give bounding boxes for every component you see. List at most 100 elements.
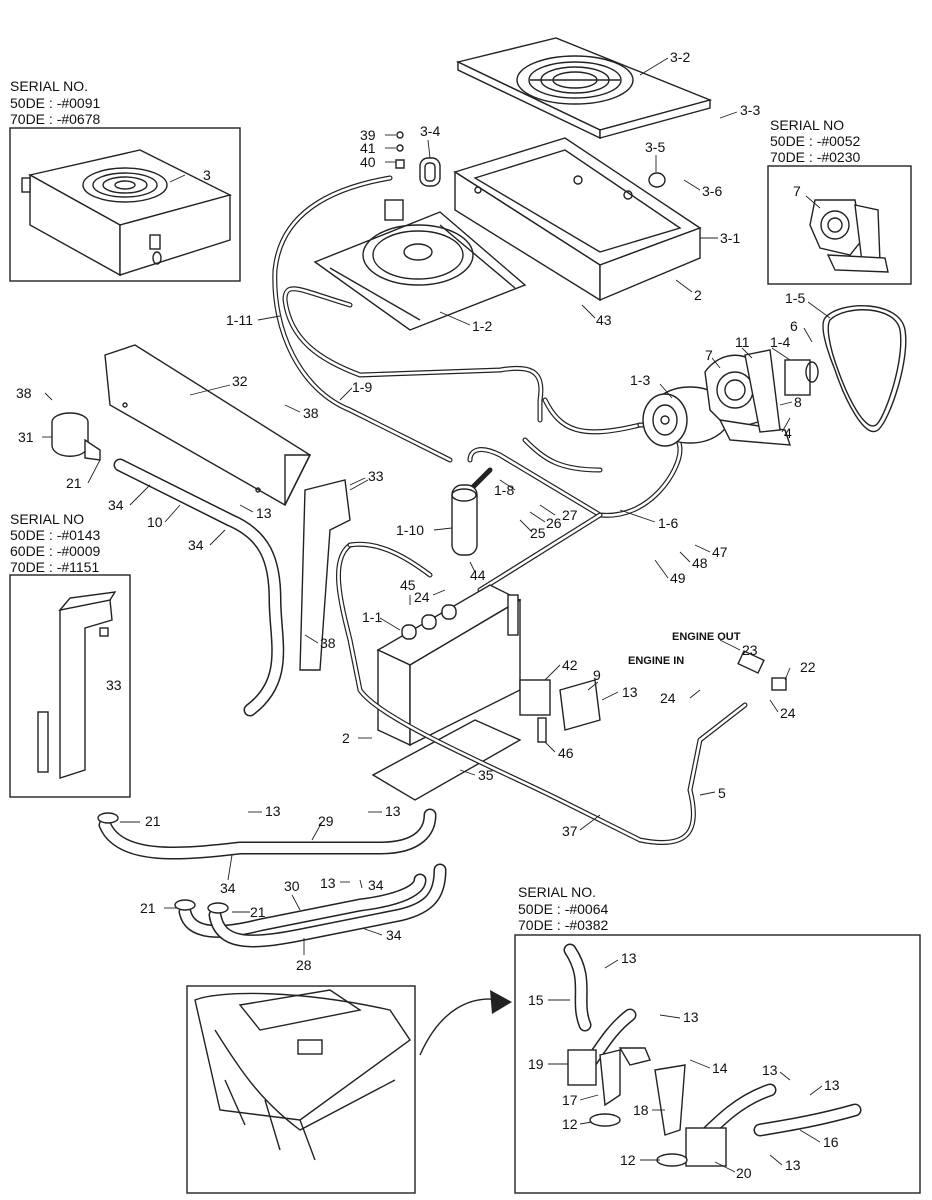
callout-11: 11 [735, 334, 750, 350]
callout-31: 31 [18, 429, 34, 445]
callout-1-6: 1-6 [658, 515, 678, 531]
callout-13-duct-mid: 13 [320, 875, 336, 891]
condenser-fan-1-2 [313, 199, 527, 331]
callout-34-mid: 34 [188, 537, 204, 553]
refrigerant-pipes [272, 175, 683, 593]
washer-41 [396, 144, 404, 152]
inset-ducts-drawing [563, 943, 862, 1167]
filter-42 [519, 679, 551, 716]
callout-13-inset-b: 13 [683, 1009, 699, 1025]
hose-10 [113, 458, 285, 717]
serial-title-left-mid: SERIAL NO [10, 511, 84, 527]
callout-42: 42 [562, 657, 578, 673]
callout-2-unit: 2 [342, 730, 350, 746]
callout-19: 19 [528, 1056, 544, 1072]
drive-belt-1-5 [822, 305, 907, 433]
callout-33: 33 [368, 468, 384, 484]
serial-title-top-left: SERIAL NO. [10, 78, 88, 94]
receiver-drier-1-10 [451, 484, 478, 556]
valve-22 [771, 677, 787, 691]
inset-bracket-7-drawing [809, 199, 889, 273]
washer-39 [396, 131, 404, 139]
callout-32: 32 [232, 373, 248, 389]
callout-13-top: 13 [256, 505, 272, 521]
callout-1-2: 1-2 [472, 318, 492, 334]
callout-34-duct: 34 [220, 880, 236, 896]
callout-48: 48 [692, 555, 708, 571]
grommet-3-5 [648, 172, 666, 188]
callout-37: 37 [562, 823, 578, 839]
callout-35: 35 [478, 767, 494, 783]
label-engine-out: ENGINE OUT [672, 631, 741, 643]
callout-10: 10 [147, 514, 163, 530]
callout-7: 7 [705, 347, 713, 363]
cover-3-2 [455, 37, 713, 140]
callout-43: 43 [596, 312, 612, 328]
callout-25: 25 [530, 525, 546, 541]
callout-46: 46 [558, 745, 574, 761]
callout-3: 3 [203, 167, 211, 183]
callout-47: 47 [712, 544, 728, 560]
callout-12-lower: 12 [620, 1152, 636, 1168]
callout-1-11: 1-11 [226, 312, 253, 328]
arrow-curve [419, 998, 501, 1056]
callout-5: 5 [718, 785, 726, 801]
callout-34-bottom: 34 [386, 927, 402, 943]
callout-1-8: 1-8 [494, 482, 514, 498]
serial-line-bottom-right-1: 50DE : -#0064 [518, 901, 608, 917]
serial-line-left-mid-1: 50DE : -#0143 [10, 527, 100, 543]
serial-title-top-right: SERIAL NO [770, 117, 844, 133]
serial-line-bottom-right-2: 70DE : -#0382 [518, 917, 608, 933]
outlet-31 [51, 412, 101, 461]
label-engine-in: ENGINE IN [628, 655, 684, 667]
frame-9 [559, 679, 601, 731]
callout-4: 4 [784, 425, 792, 441]
callout-15: 15 [528, 992, 544, 1008]
callout-27: 27 [562, 507, 578, 523]
plate-35 [371, 719, 522, 801]
tensioner-1-4 [784, 359, 819, 396]
serial-line-top-right-1: 50DE : -#0052 [770, 133, 860, 149]
callout-6: 6 [790, 318, 798, 334]
callout-41: 41 [360, 140, 376, 156]
callout-8: 8 [794, 394, 802, 410]
nut-40 [395, 159, 405, 169]
callout-28: 28 [296, 957, 312, 973]
grommet-3-4 [419, 157, 441, 187]
callout-38-shroud: 38 [303, 405, 319, 421]
callout-24-engine-in: 24 [660, 690, 676, 706]
callout-13-inset-c: 13 [762, 1062, 778, 1078]
strip-46 [537, 717, 547, 743]
serial-line-top-left-2: 70DE : -#0678 [10, 111, 100, 127]
callout-24-engine-out: 24 [780, 705, 796, 721]
callout-21-right: 21 [250, 904, 266, 920]
callout-22: 22 [800, 659, 816, 675]
callout-34-duct-mid: 34 [368, 877, 384, 893]
callout-44: 44 [470, 567, 486, 583]
callout-16: 16 [823, 1134, 839, 1150]
shroud-32 [104, 344, 312, 506]
callout-20: 20 [736, 1165, 752, 1181]
inset-box-vehicle-view [186, 985, 416, 1194]
serial-line-left-mid-2: 60DE : -#0009 [10, 543, 100, 559]
arrow-head [490, 990, 512, 1014]
serial-line-top-left-1: 50DE : -#0091 [10, 95, 100, 111]
callout-3-6: 3-6 [702, 183, 722, 199]
callout-3-5: 3-5 [645, 139, 665, 155]
vehicle-view-drawing [194, 989, 411, 1161]
callout-29: 29 [318, 813, 334, 829]
callout-49: 49 [670, 570, 686, 586]
leader-lines [42, 57, 831, 1173]
callout-1-4: 1-4 [770, 334, 790, 350]
callout-21-top: 21 [66, 475, 82, 491]
callout-3-3: 3-3 [740, 102, 760, 118]
callout-38-left: 38 [16, 385, 32, 401]
callout-26: 26 [546, 515, 562, 531]
callout-40: 40 [360, 154, 376, 170]
callout-1-1: 1-1 [362, 609, 382, 625]
callout-3-1: 3-1 [720, 230, 740, 246]
inset-duct-33-drawing [37, 591, 117, 779]
callout-24-top: 24 [414, 589, 430, 605]
tray-3-1 [453, 137, 702, 302]
callout-17: 17 [562, 1092, 578, 1108]
